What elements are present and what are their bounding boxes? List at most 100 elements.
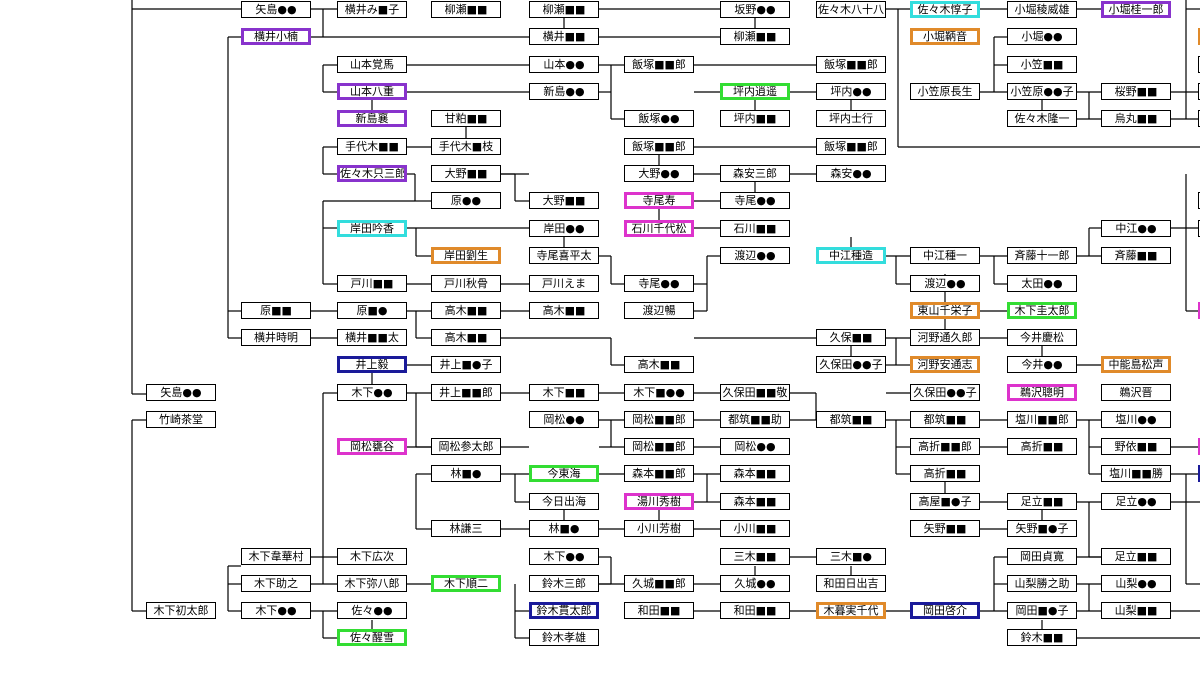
person-node: 高木■■ xyxy=(624,356,694,373)
person-node: 山梨勝之助 xyxy=(1007,575,1077,592)
person-node: 矢野■■ xyxy=(910,520,980,537)
person-node: 鵜沢晋 xyxy=(1101,384,1171,401)
person-node: 佐々木八十八 xyxy=(816,1,886,18)
person-node: 木下■●● xyxy=(624,384,694,401)
person-node: 山本覚馬 xyxy=(337,56,407,73)
person-node: 森安三郎 xyxy=(720,165,790,182)
person-node: 岡松●● xyxy=(720,438,790,455)
person-node: 戸川えま xyxy=(529,275,599,292)
person-node: 木下■■ xyxy=(529,384,599,401)
person-node: 中江種一 xyxy=(910,247,980,264)
person-node: 塩川●● xyxy=(1101,411,1171,428)
person-node: 森本■■ xyxy=(720,493,790,510)
person-node: 三木■■ xyxy=(720,548,790,565)
person-node: 寺尾●● xyxy=(720,192,790,209)
person-node: 原■■ xyxy=(241,302,311,319)
person-node: 岡田啓介 xyxy=(910,602,980,619)
person-node: 都筑■■ xyxy=(816,411,886,428)
person-node: 鈴木孝雄 xyxy=(529,629,599,646)
person-node: 飯塚●● xyxy=(624,110,694,127)
person-node: 足立●● xyxy=(1101,493,1171,510)
person-node: 岡松参太郎 xyxy=(431,438,501,455)
person-node: 木下韋華村 xyxy=(241,548,311,565)
person-node: 高折■■ xyxy=(910,465,980,482)
person-node: 都筑■■ xyxy=(910,411,980,428)
clipped-person-node xyxy=(1198,110,1200,127)
person-node: 久保■■ xyxy=(816,329,886,346)
person-node: 大野■■ xyxy=(529,192,599,209)
person-node: 足立■■ xyxy=(1101,548,1171,565)
person-node: 坪内●● xyxy=(816,83,886,100)
person-node: 小川■■ xyxy=(720,520,790,537)
person-node: 岡田貞寛 xyxy=(1007,548,1077,565)
clipped-person-node xyxy=(1198,28,1200,45)
person-node: 木下順二 xyxy=(431,575,501,592)
person-node: 中江種造 xyxy=(816,247,886,264)
person-node: 手代木■枝 xyxy=(431,138,501,155)
person-node: 山梨●● xyxy=(1101,575,1171,592)
person-node: 柳瀬■■ xyxy=(431,1,501,18)
person-node: 河野通久郎 xyxy=(910,329,980,346)
person-node: 小堀稜威雄 xyxy=(1007,1,1077,18)
person-node: 井上毅 xyxy=(337,356,407,373)
person-node: 新島●● xyxy=(529,83,599,100)
person-node: 飯塚■■郎 xyxy=(624,56,694,73)
person-node: 小笠■■ xyxy=(1007,56,1077,73)
person-node: 戸川■■ xyxy=(337,275,407,292)
person-node: 小堀桂一郎 xyxy=(1101,1,1171,18)
person-node: 和田■■ xyxy=(720,602,790,619)
person-node: 横井時明 xyxy=(241,329,311,346)
person-node: 寺尾●● xyxy=(624,275,694,292)
clipped-person-node xyxy=(1198,192,1200,209)
person-node: 久城■■郎 xyxy=(624,575,694,592)
person-node: 横井小楠 xyxy=(241,28,311,45)
person-node: 太田●● xyxy=(1007,275,1077,292)
person-node: 坂野●● xyxy=(720,1,790,18)
person-node: 佐々木隆一 xyxy=(1007,110,1077,127)
person-node: 森本■■ xyxy=(720,465,790,482)
person-node: 三木■● xyxy=(816,548,886,565)
person-node: 小堀●● xyxy=(1007,28,1077,45)
person-node: 塩川■■勝 xyxy=(1101,465,1171,482)
person-node: 岡松●● xyxy=(529,411,599,428)
person-node: 木下圭太郎 xyxy=(1007,302,1077,319)
person-node: 坪内■■ xyxy=(720,110,790,127)
person-node: 手代木■■ xyxy=(337,138,407,155)
person-node: 高屋■●子 xyxy=(910,493,980,510)
person-node: 塩川■■郎 xyxy=(1007,411,1077,428)
person-node: 久保田■■敬 xyxy=(720,384,790,401)
person-node: 岸田劉生 xyxy=(431,247,501,264)
person-node: 渡辺●● xyxy=(910,275,980,292)
person-node: 高折■■ xyxy=(1007,438,1077,455)
person-node: 高木■■ xyxy=(431,302,501,319)
person-node: 佐々木惇子 xyxy=(910,1,980,18)
person-node: 斉藤十一郎 xyxy=(1007,247,1077,264)
person-node: 柳瀬■■ xyxy=(529,1,599,18)
person-node: 高木■■ xyxy=(529,302,599,319)
person-node: 鈴木貫太郎 xyxy=(529,602,599,619)
person-node: 都筑■■助 xyxy=(720,411,790,428)
person-node: 井上■■郎 xyxy=(431,384,501,401)
person-node: 飯塚■■郎 xyxy=(624,138,694,155)
person-node: 渡辺●● xyxy=(720,247,790,264)
person-node: 石川千代松 xyxy=(624,220,694,237)
person-node: 原■● xyxy=(337,302,407,319)
person-node: 新島襄 xyxy=(337,110,407,127)
person-node: 森安●● xyxy=(816,165,886,182)
person-node: 矢島●● xyxy=(146,384,216,401)
person-node: 久保田●●子 xyxy=(910,384,980,401)
person-node: 今東海 xyxy=(529,465,599,482)
person-node: 桜野■■ xyxy=(1101,83,1171,100)
person-node: 横井■■太 xyxy=(337,329,407,346)
person-node: 戸川秋骨 xyxy=(431,275,501,292)
person-node: 佐々木只三郎 xyxy=(337,165,407,182)
person-node: 小笠原長生 xyxy=(910,83,980,100)
person-node: 木下広次 xyxy=(337,548,407,565)
person-node: 和田日出吉 xyxy=(816,575,886,592)
person-node: 飯塚■■郎 xyxy=(816,138,886,155)
person-node: 寺尾喜平太 xyxy=(529,247,599,264)
person-node: 山梨■■ xyxy=(1101,602,1171,619)
person-node: 木下●● xyxy=(529,548,599,565)
person-node: 高木■■ xyxy=(431,329,501,346)
person-node: 木暮実千代 xyxy=(816,602,886,619)
